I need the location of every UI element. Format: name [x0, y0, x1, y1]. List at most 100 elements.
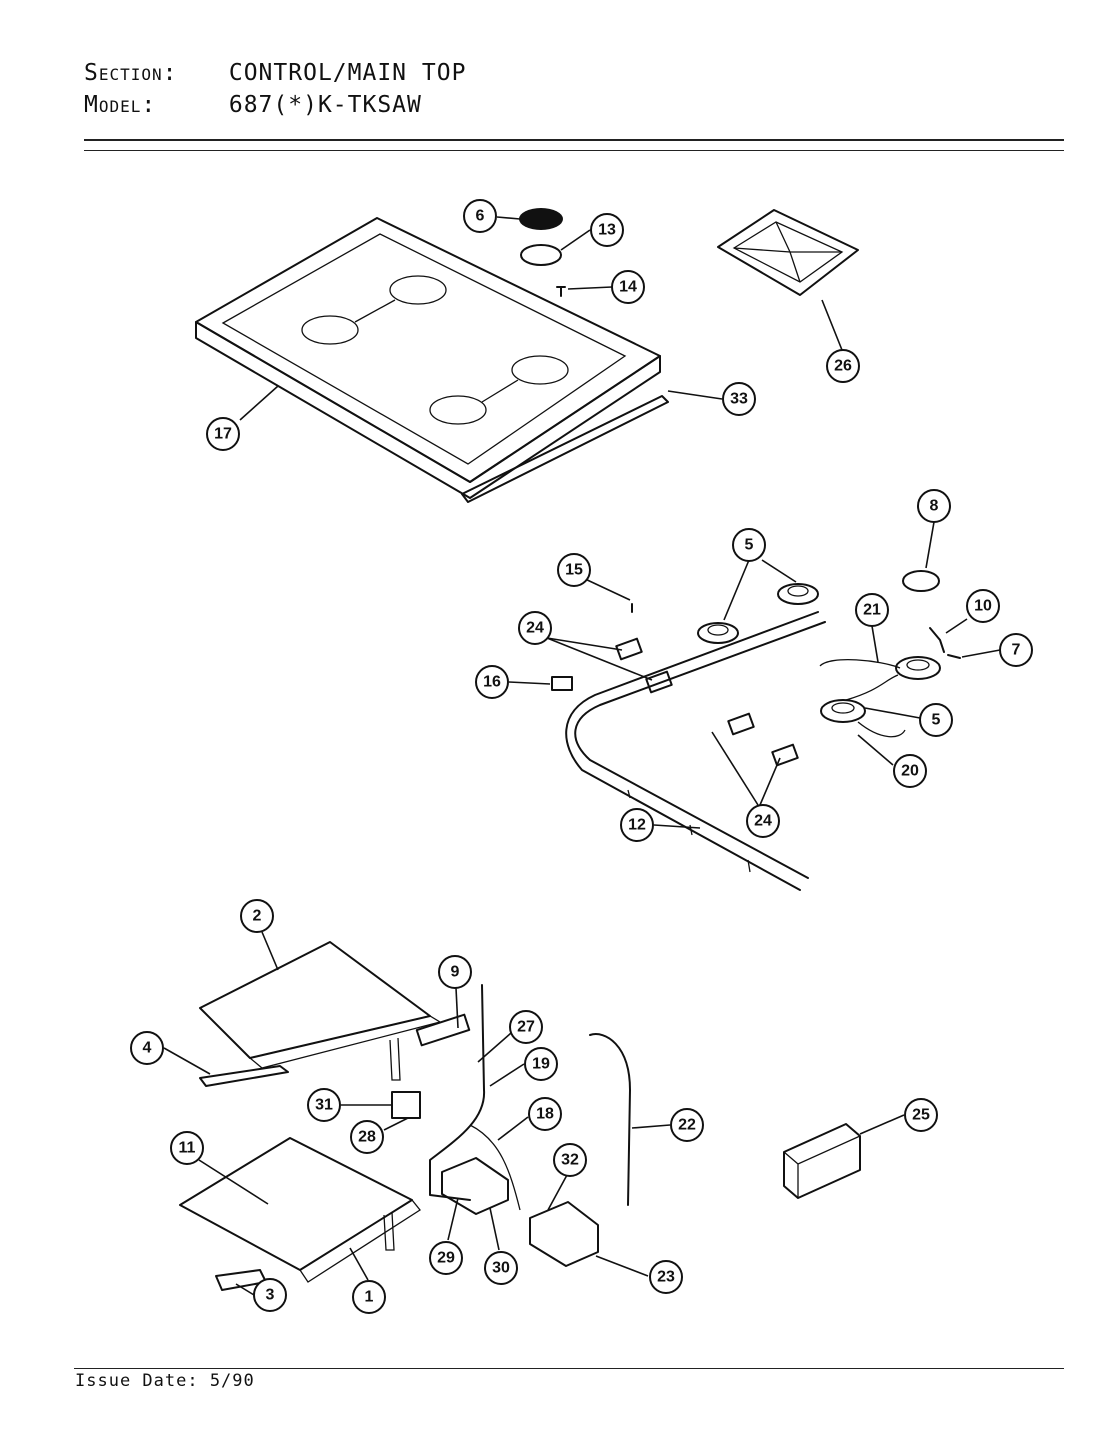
model-line: Model: 687(*)K-TKSAW — [84, 92, 422, 118]
callout-15: 15 — [557, 553, 591, 587]
model-label: Model: — [84, 92, 157, 118]
callout-26: 26 — [826, 349, 860, 383]
svg-text:21: 21 — [863, 602, 881, 619]
callout-6: 6 — [463, 199, 497, 233]
callout-30: 30 — [484, 1251, 518, 1285]
gas-supply-line — [589, 1033, 631, 1206]
callout-16: 16 — [475, 665, 509, 699]
svg-text:5: 5 — [745, 537, 754, 554]
svg-text:19: 19 — [532, 1056, 550, 1073]
svg-text:24: 24 — [754, 813, 772, 830]
valve-clip — [551, 676, 573, 691]
burner-grate — [717, 209, 859, 296]
thermostat-tubing — [429, 984, 521, 1211]
burner-cap-flat — [902, 570, 940, 592]
svg-text:30: 30 — [492, 1260, 510, 1277]
burner-head-front-right — [895, 656, 941, 680]
callout-4: 4 — [130, 1031, 164, 1065]
bracket-31 — [391, 1091, 421, 1119]
callout-21: 21 — [855, 593, 889, 627]
callout-31: 31 — [307, 1088, 341, 1122]
callout-3: 3 — [253, 1278, 287, 1312]
section-label: Section: — [84, 60, 178, 86]
callout-1: 1 — [352, 1280, 386, 1314]
callout-28: 28 — [350, 1120, 384, 1154]
svg-text:7: 7 — [1012, 642, 1021, 659]
svg-text:5: 5 — [932, 712, 941, 729]
svg-text:22: 22 — [678, 1117, 696, 1134]
burner-head-front-left — [820, 699, 866, 723]
svg-text:13: 13 — [598, 222, 616, 239]
svg-text:32: 32 — [561, 1152, 579, 1169]
svg-text:11: 11 — [179, 1140, 196, 1157]
igniter-electrode — [929, 627, 961, 659]
svg-text:18: 18 — [536, 1106, 554, 1123]
callout-11: 11 — [170, 1131, 204, 1165]
callout-14: 14 — [611, 270, 645, 304]
callout-8: 8 — [917, 489, 951, 523]
svg-text:24: 24 — [526, 620, 544, 637]
front-trim-strip — [461, 395, 669, 503]
callout-5-top: 5 — [732, 528, 766, 562]
oven-control-valve — [441, 1157, 509, 1215]
svg-text:12: 12 — [628, 817, 646, 834]
svg-text:23: 23 — [657, 1269, 675, 1286]
svg-text:10: 10 — [974, 598, 992, 615]
baffle-bracket — [199, 1065, 289, 1087]
burner-valves — [615, 637, 799, 767]
gas-manifold — [565, 611, 826, 891]
callout-32: 32 — [553, 1143, 587, 1177]
callout-25: 25 — [904, 1098, 938, 1132]
header-rule-thick — [84, 139, 1064, 141]
model-value: 687(*)K-TKSAW — [228, 92, 422, 118]
callout-33: 33 — [722, 382, 756, 416]
flash-tubes — [819, 658, 906, 738]
burner-cap — [519, 208, 563, 230]
burner-head-rear-right — [777, 583, 819, 605]
svg-text:3: 3 — [266, 1287, 275, 1304]
oven-burner-tube — [415, 1013, 471, 1047]
svg-text:14: 14 — [619, 279, 637, 296]
svg-text:4: 4 — [143, 1040, 152, 1057]
screw-small — [556, 286, 566, 297]
callout-20: 20 — [893, 754, 927, 788]
section-line: Section: CONTROL/MAIN TOP — [84, 60, 466, 86]
callout-12: 12 — [620, 808, 654, 842]
svg-text:8: 8 — [930, 498, 939, 515]
svg-text:25: 25 — [912, 1107, 930, 1124]
callout-22: 22 — [670, 1108, 704, 1142]
svg-text:15: 15 — [565, 562, 583, 579]
svg-text:29: 29 — [437, 1250, 455, 1267]
issue-date: Issue Date: 5/90 — [75, 1371, 255, 1391]
svg-text:6: 6 — [476, 208, 485, 225]
callout-9: 9 — [438, 955, 472, 989]
callout-17: 17 — [206, 417, 240, 451]
svg-text:31: 31 — [315, 1097, 333, 1114]
footer-rule — [74, 1368, 1064, 1369]
section-value: CONTROL/MAIN TOP — [228, 60, 467, 86]
callout-23: 23 — [649, 1260, 683, 1294]
header-rule-thin — [84, 150, 1064, 151]
svg-text:28: 28 — [358, 1129, 376, 1146]
callout-2: 2 — [240, 899, 274, 933]
svg-text:26: 26 — [834, 358, 852, 375]
svg-text:27: 27 — [517, 1019, 535, 1036]
svg-text:9: 9 — [451, 964, 460, 981]
callout-5-bottom: 5 — [919, 703, 953, 737]
svg-text:17: 17 — [214, 426, 232, 443]
svg-text:33: 33 — [730, 391, 748, 408]
burner-head-rear-left — [697, 622, 739, 644]
callout-13: 13 — [590, 213, 624, 247]
callout-10: 10 — [966, 589, 1000, 623]
svg-text:20: 20 — [901, 763, 919, 780]
callout-18: 18 — [528, 1097, 562, 1131]
callout-29: 29 — [429, 1241, 463, 1275]
callout-7: 7 — [999, 633, 1033, 667]
leader-lines — [163, 216, 1001, 1296]
svg-text:1: 1 — [365, 1289, 374, 1306]
safety-valve — [529, 1201, 599, 1267]
callout-24-top: 24 — [518, 611, 552, 645]
callout-27: 27 — [509, 1010, 543, 1044]
regulator-box — [783, 1123, 861, 1199]
